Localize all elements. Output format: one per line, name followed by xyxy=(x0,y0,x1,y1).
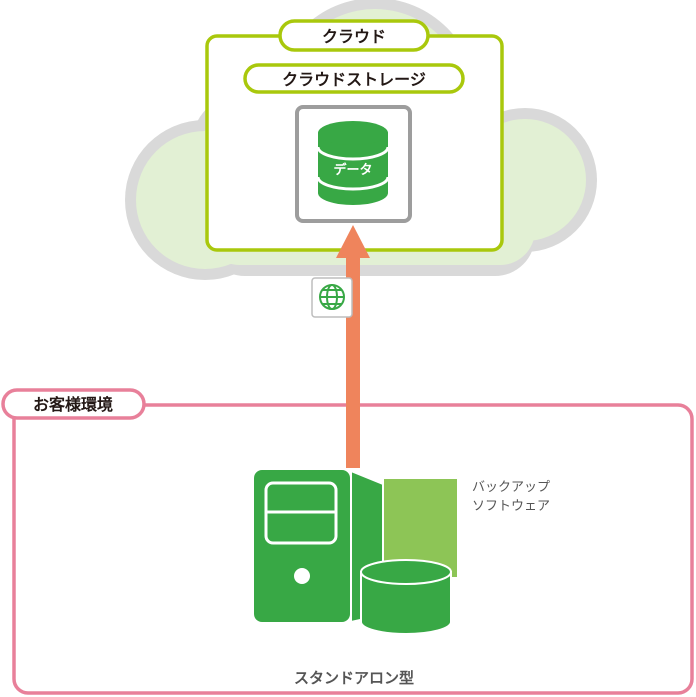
cloud-title: クラウド xyxy=(322,27,386,46)
software-label-line1: バックアップ xyxy=(472,480,550,495)
cloud-title-pill xyxy=(278,19,430,52)
software-label-line2: ソフトウェア xyxy=(472,499,550,514)
customer-title: お客様環境 xyxy=(33,395,113,414)
local-storage-icon xyxy=(360,559,452,635)
globe-icon xyxy=(311,277,353,318)
data-label: データ xyxy=(333,162,372,178)
database-icon xyxy=(316,121,390,205)
storage-label: クラウドストレージ xyxy=(282,70,426,89)
customer-title-pill xyxy=(1,388,146,420)
storage-pill xyxy=(243,63,465,94)
deployment-type-label: スタンドアロン型 xyxy=(294,669,414,687)
